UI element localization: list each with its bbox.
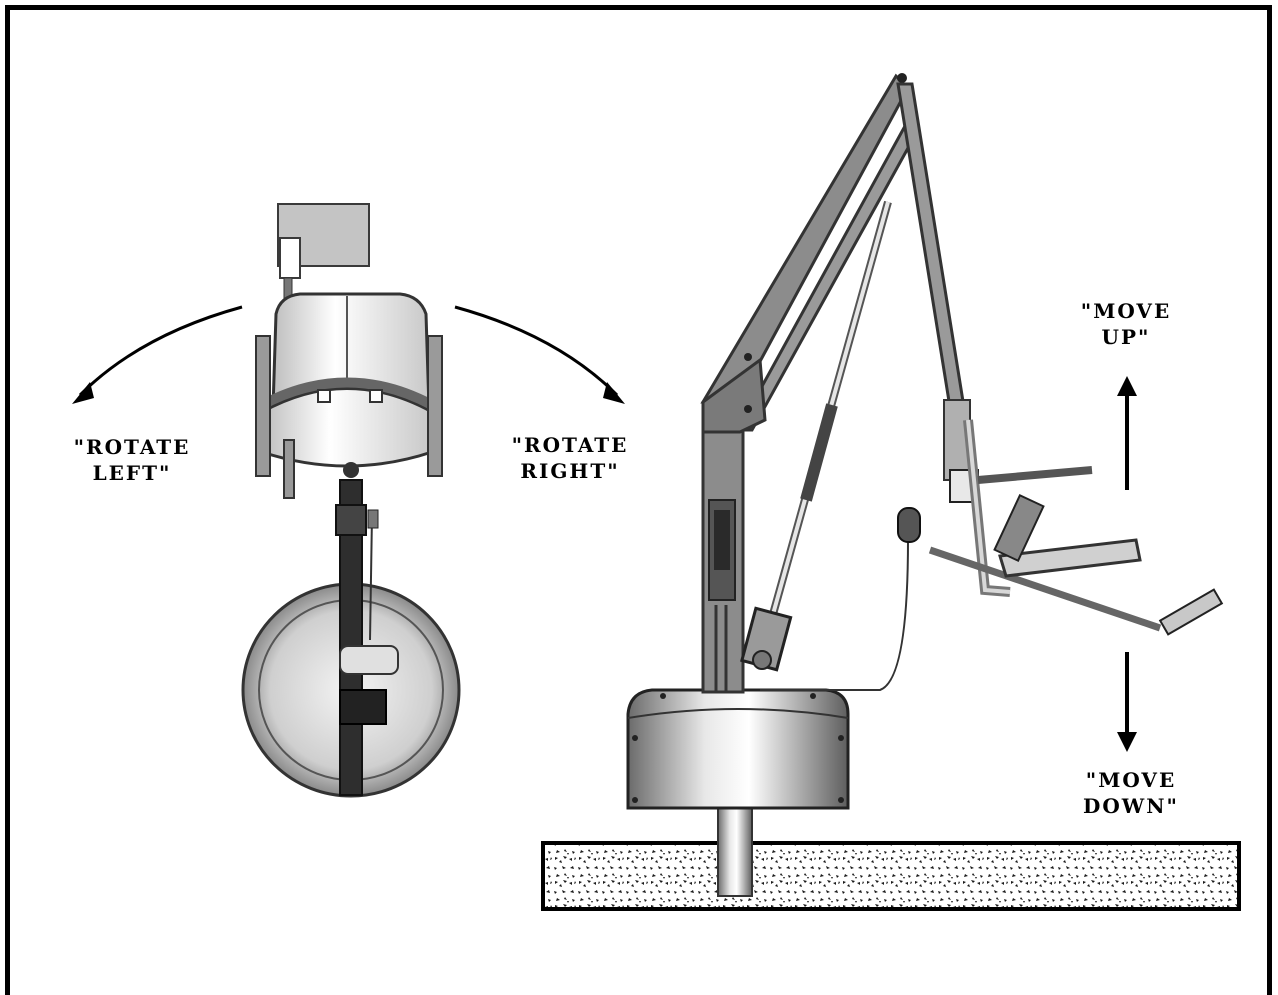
- diagram-frame: [5, 5, 1272, 995]
- side-view-lift: [541, 73, 1241, 911]
- top-view-lift: [241, 203, 461, 798]
- rotate-left-label: "ROTATE LEFT": [62, 434, 202, 486]
- move-up-label: "MOVE UP": [1066, 298, 1186, 350]
- hand-control: [897, 507, 921, 543]
- move-down-line1: "MOVE: [1085, 768, 1177, 792]
- rotate-right-label: "ROTATE RIGHT": [500, 432, 640, 484]
- rotate-left-line1: "ROTATE: [73, 435, 191, 459]
- rotate-right-line1: "ROTATE: [511, 433, 629, 457]
- rotate-left-line2: LEFT": [92, 461, 172, 485]
- armrest-right: [427, 335, 443, 477]
- concrete-deck: [541, 841, 1241, 911]
- rotate-right-line2: RIGHT": [520, 459, 620, 483]
- anchor-sleeve: [717, 807, 753, 897]
- move-down-line2: DOWN": [1083, 794, 1179, 818]
- armrest-left: [255, 335, 271, 477]
- base-drum: [626, 688, 850, 810]
- footrest-bar: [928, 546, 1162, 632]
- chair-seat: [998, 538, 1142, 578]
- boom-lower: [735, 124, 921, 432]
- move-up-line2: UP": [1101, 325, 1151, 349]
- move-up-line1: "MOVE: [1080, 299, 1172, 323]
- move-down-label: "MOVE DOWN": [1066, 767, 1196, 819]
- curved-arrow-left-icon: [78, 305, 243, 397]
- hanger-arm: [896, 82, 968, 422]
- curved-arrow-right-icon: [454, 305, 619, 397]
